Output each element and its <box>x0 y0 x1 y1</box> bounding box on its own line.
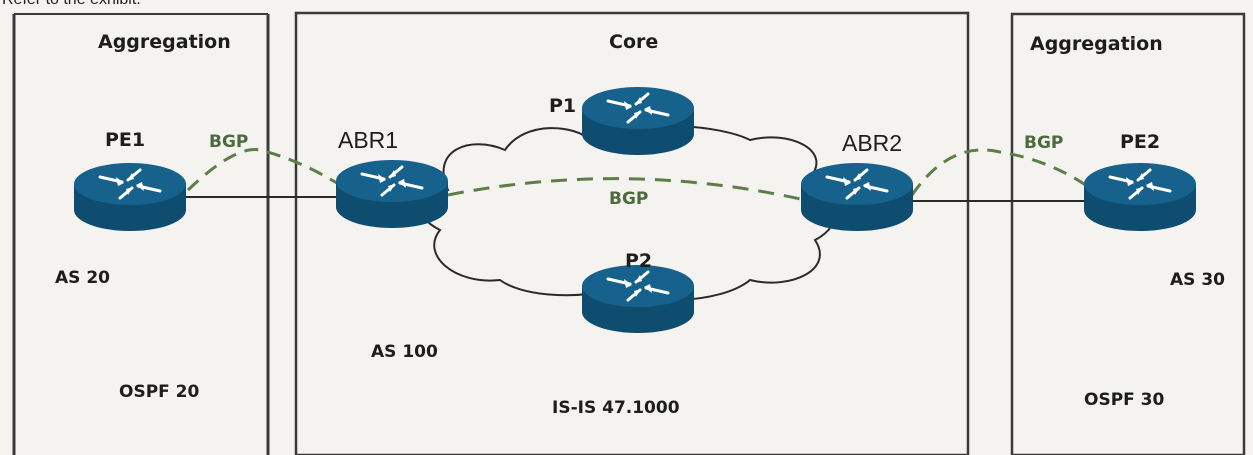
node-label-p2: P2 <box>625 250 653 272</box>
router-pe1-icon <box>72 161 188 233</box>
router-p1-icon <box>580 85 696 157</box>
node-label-pe1: PE1 <box>105 129 146 151</box>
node-label-abr2: ABR2 <box>842 130 903 156</box>
router-pe2-icon <box>1082 161 1198 233</box>
bgp-session-abr2-pe2 <box>910 148 1091 196</box>
as-label-right: AS 30 <box>1170 270 1225 290</box>
bgp-label-pe1-abr1: BGP <box>209 132 249 152</box>
node-label-pe2: PE2 <box>1120 131 1161 153</box>
router-abr1-icon <box>334 158 450 230</box>
ospf-label-left: OSPF 20 <box>119 382 200 402</box>
bgp-session-pe1-abr1 <box>186 148 341 192</box>
region-aggregation-right <box>1010 12 1246 455</box>
bgp-label-abr2-pe2: BGP <box>1024 133 1064 153</box>
ospf-label-right: OSPF 30 <box>1084 390 1165 410</box>
as-label-left: AS 20 <box>55 268 110 288</box>
region-core <box>294 11 970 455</box>
node-label-abr1: ABR1 <box>338 127 399 153</box>
as-label-core: AS 100 <box>371 342 438 362</box>
node-label-p1: P1 <box>549 95 577 117</box>
bgp-label-abr1-abr2: BGP <box>609 189 649 209</box>
region-title-core: Core <box>609 31 659 53</box>
router-abr2-icon <box>799 161 915 233</box>
isis-label-core: IS-IS 47.1000 <box>552 398 680 418</box>
exhibit-caption: Refer to the exhibit. <box>2 0 141 9</box>
router-p2-icon <box>580 263 696 335</box>
region-aggregation-left <box>12 13 270 455</box>
igp-cloud <box>420 125 839 302</box>
region-title-right: Aggregation <box>1030 33 1163 55</box>
region-title-left: Aggregation <box>98 31 231 53</box>
